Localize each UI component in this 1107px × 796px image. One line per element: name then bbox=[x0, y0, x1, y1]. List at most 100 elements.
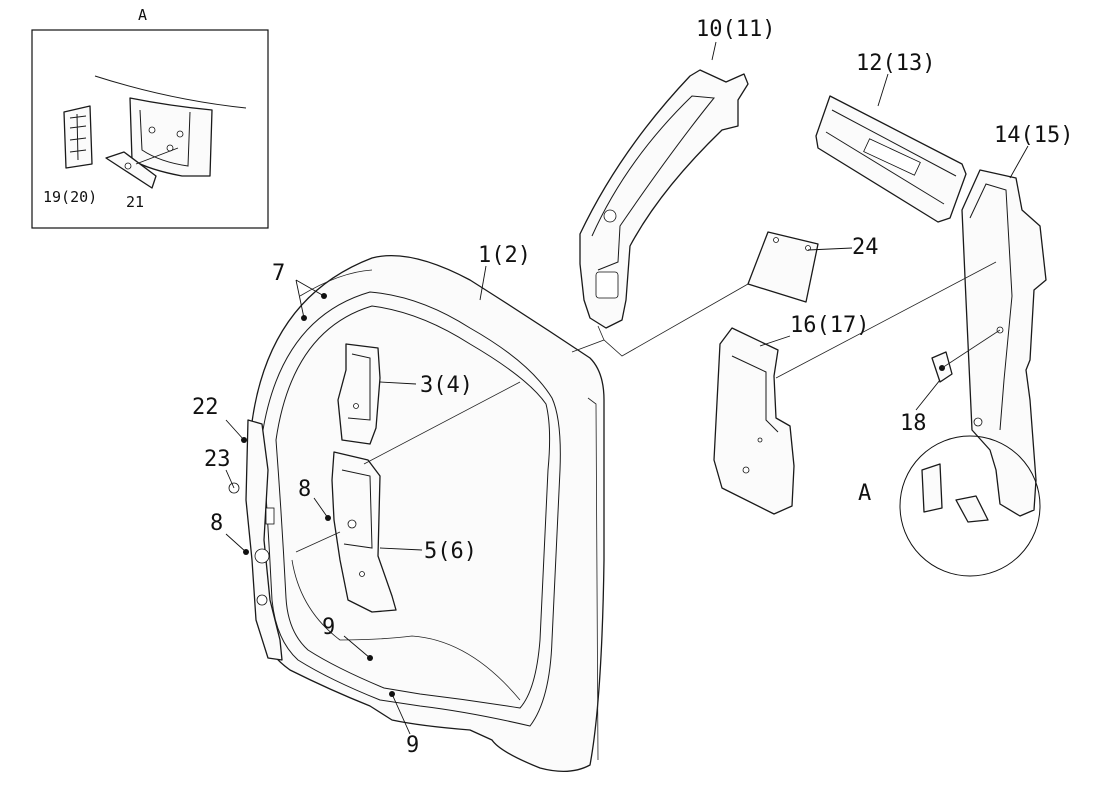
panel-hinge-pillar bbox=[245, 419, 283, 661]
hinge-hole bbox=[256, 594, 268, 606]
detail-view-a: A 19(20) 21 bbox=[31, 6, 269, 229]
leader-8a bbox=[313, 497, 329, 519]
part-14-rear-pillar bbox=[961, 169, 1047, 517]
leader-7 bbox=[295, 279, 325, 319]
panel-inner-flange bbox=[261, 291, 561, 727]
part-12-edges bbox=[825, 109, 957, 205]
part-14-hole bbox=[973, 417, 983, 427]
detail-bracket-ribs bbox=[69, 113, 87, 161]
leader-5 bbox=[379, 547, 423, 551]
part-16-body bbox=[713, 327, 795, 515]
label-5: 5(6) bbox=[424, 539, 477, 564]
detail-label-19: 19(20) bbox=[43, 188, 97, 206]
detail-label-21: 21 bbox=[126, 193, 144, 211]
leader-12 bbox=[877, 73, 889, 107]
label-9b: 9 bbox=[406, 733, 419, 758]
detail-hole bbox=[124, 162, 132, 170]
part-3-hole bbox=[353, 403, 359, 409]
part-5-inner bbox=[341, 469, 373, 549]
leader-1 bbox=[479, 265, 487, 301]
part-10-pillar bbox=[579, 69, 749, 329]
assembly-line bbox=[775, 261, 997, 379]
part-10-hole bbox=[603, 209, 617, 223]
label-23: 23 bbox=[204, 447, 231, 472]
panel-roof-seam bbox=[299, 269, 373, 297]
part-16-inner bbox=[731, 355, 779, 433]
callout-plate bbox=[955, 495, 989, 523]
leader-18 bbox=[915, 379, 941, 411]
part-24-plate bbox=[747, 231, 819, 303]
label-14: 14(15) bbox=[994, 123, 1073, 148]
detail-roof-edge bbox=[94, 75, 247, 109]
panel-1-door-frame bbox=[245, 255, 605, 772]
label-3: 3(4) bbox=[420, 373, 473, 398]
part-12-slot bbox=[863, 138, 921, 176]
label-9a: 9 bbox=[322, 615, 335, 640]
detail-pillar-inner bbox=[139, 109, 191, 167]
label-8b: 8 bbox=[210, 511, 223, 536]
callout-bracket bbox=[921, 463, 943, 513]
label-10: 10(11) bbox=[696, 17, 775, 42]
detail-view-header: A bbox=[138, 6, 147, 24]
label-16: 16(17) bbox=[790, 313, 869, 338]
part-10-body bbox=[579, 69, 749, 329]
part-14-inner bbox=[969, 183, 1013, 431]
assembly-line bbox=[295, 531, 341, 553]
part-14-body bbox=[961, 169, 1047, 517]
part-5-hole bbox=[359, 571, 365, 577]
part-10-pad bbox=[595, 271, 619, 299]
hinge-hole bbox=[254, 548, 270, 564]
part-labels: 1(2) 3(4) 5(6) 7 8 8 9 9 10(11) 12(13) 1… bbox=[192, 17, 1073, 758]
leader-10 bbox=[711, 41, 717, 61]
leader-9a bbox=[343, 635, 371, 659]
leader-14 bbox=[1009, 145, 1029, 179]
leader-9b bbox=[391, 693, 411, 735]
callout-circle bbox=[899, 435, 1041, 577]
leader-24 bbox=[807, 247, 853, 251]
label-8a: 8 bbox=[298, 477, 311, 502]
part-16-panel bbox=[713, 327, 795, 515]
part-12-rail bbox=[815, 95, 967, 223]
assembly-line bbox=[597, 325, 605, 341]
assembly-line bbox=[363, 381, 521, 465]
part-3-reinforcement bbox=[337, 343, 381, 445]
detail-leader bbox=[135, 147, 179, 165]
label-7: 7 bbox=[272, 261, 285, 286]
part-16-hole bbox=[742, 466, 750, 474]
label-12: 12(13) bbox=[856, 51, 935, 76]
leader-16 bbox=[759, 335, 791, 347]
label-22: 22 bbox=[192, 395, 219, 420]
part-24-hole bbox=[773, 237, 779, 243]
panel-lower-sill bbox=[291, 559, 521, 701]
part-18-bracket bbox=[931, 351, 953, 383]
part-5-hole bbox=[347, 519, 357, 529]
part-3-inner bbox=[347, 353, 371, 421]
callout-circle-a: A bbox=[858, 435, 1041, 577]
leader-3 bbox=[379, 381, 417, 385]
hinge-slot bbox=[265, 507, 275, 525]
callout-letter: A bbox=[858, 481, 871, 506]
leader-23 bbox=[225, 469, 235, 489]
panel-outer bbox=[249, 255, 605, 772]
part-10-inner bbox=[591, 95, 715, 271]
leader-lines bbox=[225, 41, 1029, 735]
panel-opening bbox=[275, 305, 551, 709]
label-24: 24 bbox=[852, 235, 879, 260]
assembly-line bbox=[941, 329, 1001, 369]
label-18: 18 bbox=[900, 411, 927, 436]
detail-pillar bbox=[129, 97, 213, 177]
part-24-hole bbox=[805, 245, 811, 251]
assembly-line bbox=[571, 283, 749, 357]
leader-8b bbox=[225, 533, 247, 553]
part-5-body bbox=[331, 451, 397, 613]
detail-plate-21 bbox=[105, 151, 157, 189]
part-5-reinforcement bbox=[331, 451, 397, 613]
panel-rear-edge bbox=[587, 397, 599, 761]
leader-22 bbox=[225, 419, 245, 441]
detail-hole bbox=[176, 130, 184, 138]
part-16-hole bbox=[757, 437, 763, 443]
part-24-body bbox=[747, 231, 819, 303]
label-1: 1(2) bbox=[478, 243, 531, 268]
detail-hole bbox=[148, 126, 156, 134]
